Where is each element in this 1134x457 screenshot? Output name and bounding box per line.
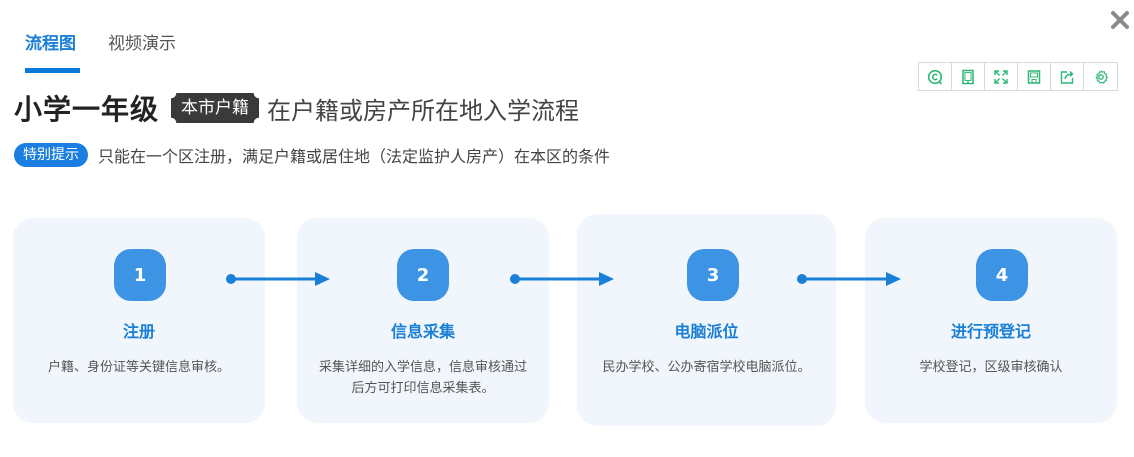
step-card-3: 3 电脑派位 民办学校、公办寄宿学校电脑派位。 (577, 214, 836, 426)
save-button[interactable] (1018, 63, 1051, 90)
tab-flowchart[interactable]: 流程图 (25, 32, 80, 74)
save-icon (1027, 69, 1041, 84)
gear-icon (1095, 69, 1108, 84)
settings-button[interactable] (1084, 63, 1117, 90)
arrow-icon (510, 272, 614, 286)
step-card-1: 1 注册 户籍、身份证等关键信息审核。 (13, 218, 265, 423)
step-card-4: 4 进行预登记 学校登记，区级审核确认 (865, 218, 1117, 423)
step-number-badge: 3 (687, 249, 739, 301)
step-card-2: 2 信息采集 采集详细的入学信息，信息审核通过后方可打印信息采集表。 (297, 218, 549, 423)
tablet-icon (962, 69, 974, 84)
share-button[interactable] (1051, 63, 1084, 90)
device-view-button[interactable] (952, 63, 985, 90)
title-subtitle: 在户籍或房产所在地入学流程 (267, 96, 580, 125)
close-button[interactable] (1110, 10, 1130, 30)
copyright-icon (927, 69, 943, 85)
share-icon (1060, 70, 1074, 84)
special-notice: 特别提示 只能在一个区注册，满足户籍或居住地（法定监护人房产）在本区的条件 (14, 142, 610, 168)
step-number-badge: 1 (114, 249, 166, 301)
notice-text: 只能在一个区注册，满足户籍或居住地（法定监护人房产）在本区的条件 (98, 147, 611, 166)
arrow-icon (226, 272, 330, 286)
close-icon (1111, 11, 1129, 29)
toolbar (918, 62, 1118, 91)
step-title: 注册 (122, 322, 155, 341)
step-title: 信息采集 (390, 322, 455, 341)
step-title: 电脑派位 (674, 322, 739, 341)
notice-badge: 特别提示 (14, 143, 88, 167)
fullscreen-icon (994, 69, 1008, 84)
step-number-badge: 4 (976, 249, 1028, 301)
step-description: 户籍、身份证等关键信息审核。 (47, 360, 230, 375)
step-number-badge: 2 (397, 249, 449, 301)
tab-bar: 流程图 视频演示 (25, 32, 176, 74)
arrow-icon (797, 272, 901, 286)
copyright-button[interactable] (919, 63, 952, 90)
fullscreen-button[interactable] (985, 63, 1018, 90)
page-title: 小学一年级 本市户籍 在户籍或房产所在地入学流程 (14, 90, 579, 126)
residency-tag: 本市户籍 (171, 93, 260, 123)
title-main: 小学一年级 (14, 93, 160, 126)
step-title: 进行预登记 (950, 322, 1031, 341)
step-description: 民办学校、公办寄宿学校电脑派位。 (602, 360, 811, 375)
tab-video-demo[interactable]: 视频演示 (108, 34, 176, 54)
step-description: 学校登记，区级审核确认 (919, 360, 1063, 375)
step-description: 采集详细的入学信息，信息审核通过后方可打印信息采集表。 (319, 360, 528, 396)
